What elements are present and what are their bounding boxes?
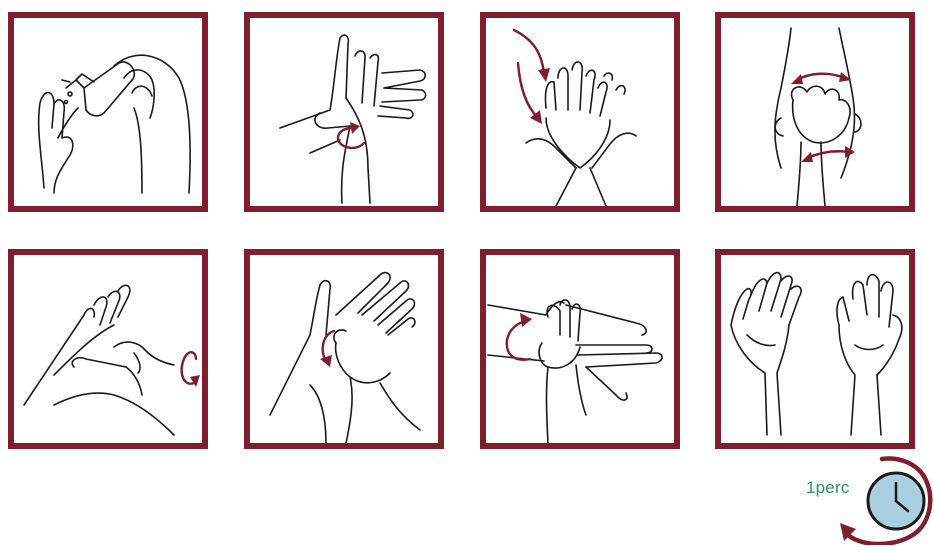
step-panel-4 — [715, 12, 915, 212]
dry-hands-icon — [721, 255, 909, 443]
step-panel-3 — [480, 12, 680, 212]
timer — [838, 455, 934, 545]
step-panel-5 — [8, 249, 208, 449]
wrist-rub-icon — [486, 255, 674, 443]
interlaced-fingers-rub-icon — [721, 18, 909, 206]
step-panel-1 — [8, 12, 208, 212]
back-of-hands-rub-icon — [486, 18, 674, 206]
thumb-rotational-rub-icon — [14, 255, 202, 443]
fingertips-palm-rub-icon — [250, 255, 438, 443]
step-panel-6 — [244, 249, 444, 449]
sanitizer-dispense-icon — [14, 18, 202, 206]
palm-to-palm-rub-icon — [250, 18, 438, 206]
step-panel-7 — [480, 249, 680, 449]
step-panel-8 — [715, 249, 915, 449]
step-panel-2 — [244, 12, 444, 212]
clock-icon — [838, 455, 934, 545]
